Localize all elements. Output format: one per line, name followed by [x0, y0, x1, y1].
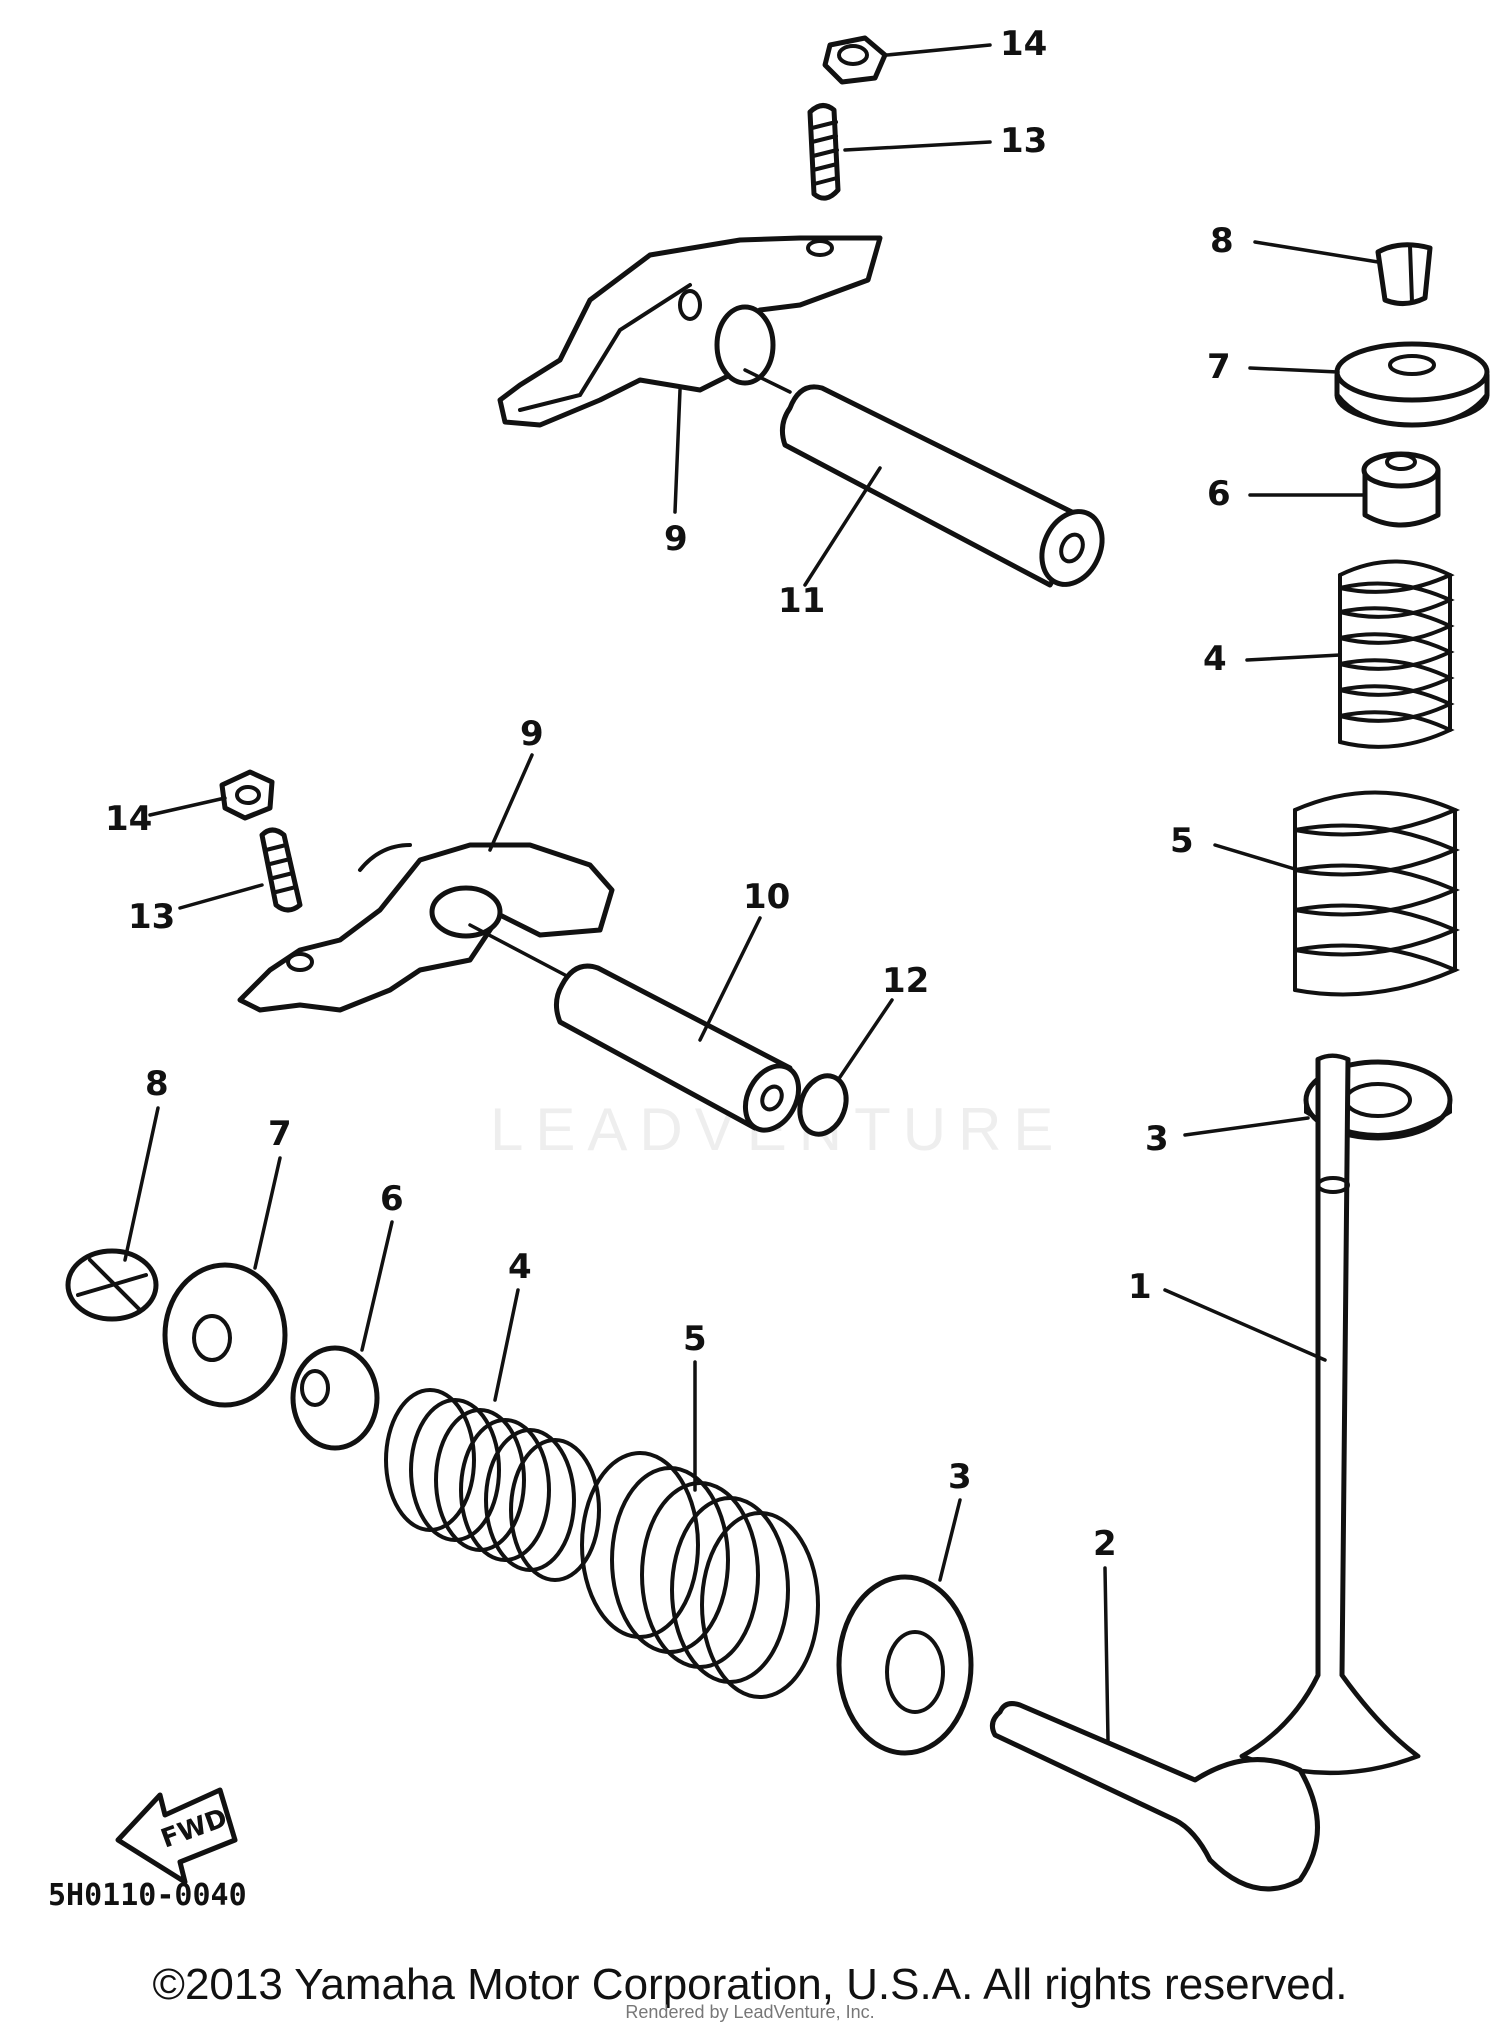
spring-retainer-part — [162, 1262, 288, 1408]
outer-valve-spring-part — [1293, 790, 1460, 997]
copyright-notice: ©2013 Yamaha Motor Corporation, U.S.A. A… — [152, 1960, 1348, 2009]
callout-label: 8 — [145, 1064, 169, 1104]
adjusting-screw-part — [259, 827, 303, 913]
callout-label: 3 — [1145, 1119, 1169, 1159]
callout-label: 8 — [1210, 221, 1234, 261]
valve-stem-seal-part — [290, 1345, 380, 1451]
nut-part — [822, 35, 888, 85]
callout-label: 4 — [1203, 639, 1227, 679]
callout-label: 6 — [380, 1179, 404, 1219]
rocker-arm-part — [497, 235, 883, 428]
callout-label: 7 — [268, 1114, 292, 1154]
intake-valve-part — [989, 1701, 1320, 1892]
callout-label: 4 — [508, 1247, 532, 1287]
callout-label: 11 — [778, 581, 825, 621]
rocker-arm-part — [237, 842, 615, 1013]
callout-label: 2 — [1093, 1524, 1117, 1564]
o-ring-part — [797, 1073, 849, 1137]
exhaust-valve-part — [1239, 1053, 1421, 1776]
nut-part — [219, 769, 275, 821]
callout-label: 3 — [948, 1457, 972, 1497]
callout-label: 10 — [743, 877, 790, 917]
callout-label: 6 — [1207, 474, 1231, 514]
inner-valve-spring-part — [384, 1388, 601, 1582]
callout-label: 9 — [520, 714, 544, 754]
callout-label: 5 — [1170, 821, 1194, 861]
callout-label: 13 — [128, 897, 175, 937]
adjusting-screw-part — [807, 103, 841, 201]
callout-label: 9 — [664, 519, 688, 559]
callout-label: 1 — [1128, 1267, 1152, 1307]
callout-label: 13 — [1000, 121, 1047, 161]
inner-valve-spring-part — [1338, 559, 1455, 749]
rocker-shaft-part — [468, 923, 802, 1133]
valve-cotter-part — [1375, 242, 1433, 306]
callout-label: 14 — [1000, 24, 1047, 64]
rocker-shaft-part — [743, 368, 1105, 588]
callout-label: 12 — [882, 961, 929, 1001]
valve-cotter-part — [65, 1248, 159, 1322]
callout-label: 7 — [1207, 347, 1231, 387]
spring-seat-part — [836, 1574, 974, 1756]
callout-group: 14 13 8 7 6 9 11 4 9 14 13 5 10 12 3 8 7 — [105, 24, 1380, 1742]
spring-retainer-part — [1334, 341, 1490, 428]
callout-label: 5 — [683, 1319, 707, 1359]
forward-arrow-icon: FWD — [115, 1787, 238, 1885]
part-code: 5H0110-0040 — [48, 1878, 247, 1913]
valve-stem-seal-part — [1361, 451, 1441, 528]
outer-valve-spring-part — [580, 1451, 820, 1699]
rendered-by-notice: Rendered by LeadVenture, Inc. — [625, 2002, 875, 2022]
callout-label: 14 — [105, 799, 152, 839]
